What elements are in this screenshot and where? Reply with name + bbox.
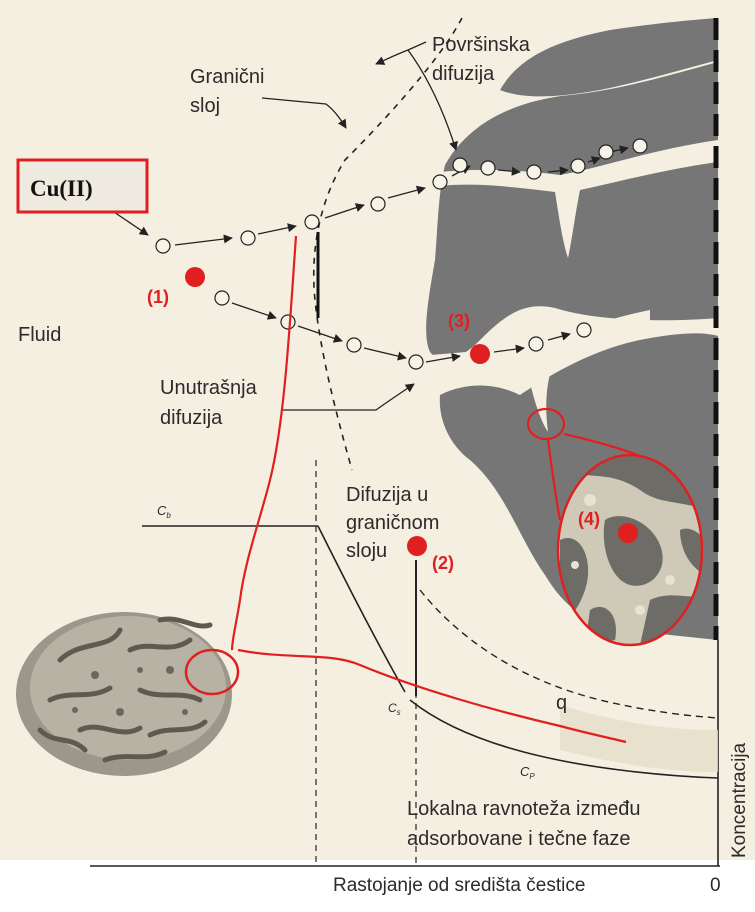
marker-dot-4 xyxy=(618,523,638,543)
marker-dot-1 xyxy=(185,267,205,287)
label-unutrasnja-1: Unutrašnja xyxy=(160,377,258,399)
marker-label-1: (1) xyxy=(147,287,169,307)
label-granicni-1: Granični xyxy=(190,66,264,88)
marker-label-4: (4) xyxy=(578,509,600,529)
label-granicni-2: sloj xyxy=(190,95,220,117)
marker-label-2: (2) xyxy=(432,553,454,573)
label-povrsinska-1: Površinska xyxy=(432,34,531,56)
zoom-pore-detail xyxy=(555,455,705,645)
label-fluid: Fluid xyxy=(18,324,61,346)
label-q: q xyxy=(556,692,567,714)
x-axis-zero: 0 xyxy=(710,875,721,896)
marker-dot-2 xyxy=(407,536,427,556)
label-difuzija-u-1: Difuzija u xyxy=(346,484,428,506)
label-unutrasnja-2: difuzija xyxy=(160,407,223,429)
marker-dot-3 xyxy=(470,344,490,364)
cu-label: Cu(II) xyxy=(30,176,93,201)
label-povrsinska-2: difuzija xyxy=(432,63,495,85)
marker-label-3: (3) xyxy=(448,311,470,331)
x-axis-label: Rastojanje od središta čestice xyxy=(333,875,585,896)
label-lokalna-1: Lokalna ravnoteža između xyxy=(407,798,640,820)
label-difuzija-u-2: graničnom xyxy=(346,512,439,534)
label-difuzija-u-3: sloju xyxy=(346,540,387,562)
label-lokalna-2: adsorbovane i tečne faze xyxy=(407,828,631,850)
y-axis-label: Koncentracija xyxy=(729,742,750,858)
